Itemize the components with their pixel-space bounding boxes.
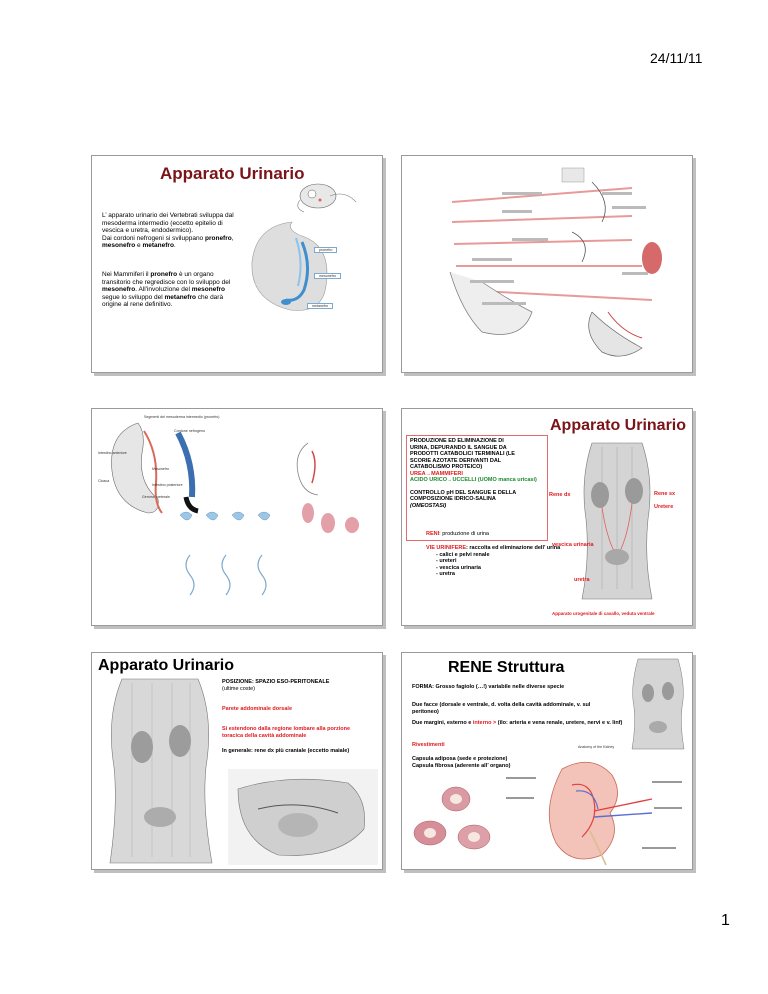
fig-label-0: Segmenti del mesoderma intermedio (prone… [144,415,220,419]
intro-paragraph: L’ apparato urinario dei Vertebrati svil… [102,212,234,250]
fig-label-6: Gemma ureterale [142,495,170,499]
nephrogenic-cord-figure [111,422,199,514]
embryo-label-pronefro: pronefro [314,247,338,253]
embryo-figure [251,221,328,311]
urogenital-development-figure [449,167,662,357]
slide-6: RENE Struttura FORMA: Grosso fagiolo (…!… [401,652,693,870]
mammals-paragraph: Nei Mammiferi il pronefro è un organo tr… [102,271,231,309]
slide-1: Apparato Urinario L’ apparato urinario d… [91,155,383,373]
page-number: 1 [721,912,730,929]
general-text: In generale: rene dx più craniale (eccet… [222,748,350,754]
fig-label-1: Cordone nefrogeno [174,429,205,433]
embryo-label-metanefro: metanefro [307,303,334,309]
slide-title: Apparato Urinario [98,657,235,674]
kidney-anatomy-figure [506,761,682,866]
slide-5: Apparato Urinario POSIZIONE: SPAZIO ESO-… [91,652,383,870]
label-rene-dx: Rene dx [549,492,571,498]
fig-label-5: Intestino posteriore [152,483,183,487]
estend-text: Si estendono dalla regione lombare alla … [222,726,351,739]
slide-4: Apparato Urinario PRODUZIONE ED ELIMINAZ… [401,408,693,626]
horse-abdomen-small-figure [631,658,685,750]
embryo-section-figure [297,183,357,213]
fig-label-2: Intestino anteriore [98,451,127,455]
label-vescica: vescica urinaria [552,542,594,548]
label-rene-sx: Rene sx [654,491,676,497]
fig-label-4: Cloaca [98,479,110,483]
position-heading: POSIZIONE: SPAZIO ESO-PERITONEALE (ultim… [222,679,330,692]
page-date: 24/11/11 [650,50,703,66]
nephron-stages-figure [179,511,271,596]
label-uretra: uretra [574,577,590,583]
horse-urogenital-figure [581,442,653,600]
fig-label-3: Mesonefro [152,467,169,471]
slide-title: Apparato Urinario [550,417,687,434]
abdomen-section-figure [228,769,378,865]
slide-2 [401,155,693,373]
metanephros-development-figure [296,442,359,533]
slide-title: RENE Struttura [448,659,565,676]
capsule-text: Capsula adiposa (sede e protezione) Caps… [412,756,511,769]
forma-text: FORMA: Grosso fagiolo (…!) variabile nel… [412,684,565,690]
kidney-caption: Anatomy of the Kidney [578,745,615,749]
facce-text: Due facce (dorsale e ventrale, d. volta … [412,702,591,715]
urinary-tract-block: VIE URINIFERE: raccolta ed eliminazione … [426,545,561,577]
margini-text: Due margini, esterno e interno > (ilo: a… [412,720,623,726]
kidneys-line: RENI: produzione di urina [426,531,489,537]
label-uretere: Uretere [654,504,674,510]
function-text: PRODUZIONE ED ELIMINAZIONE DI URINA, DEP… [410,438,537,509]
kidney-photos-figure [413,786,491,850]
figure-caption: Apparato urogenitale di cavallo, veduta … [552,611,655,616]
slide-title: Apparato Urinario [160,164,305,183]
slide-3: Segmenti del mesoderma intermedio (prone… [91,408,383,626]
function-box [406,435,548,541]
rivestimenti-heading: Rivestimenti [412,742,445,748]
embryo-label-mesonefro: mesonefro [314,273,341,279]
horse-abdomen-dorsal-figure [109,678,213,864]
parete-text: Parete addominale dorsale [222,706,292,712]
